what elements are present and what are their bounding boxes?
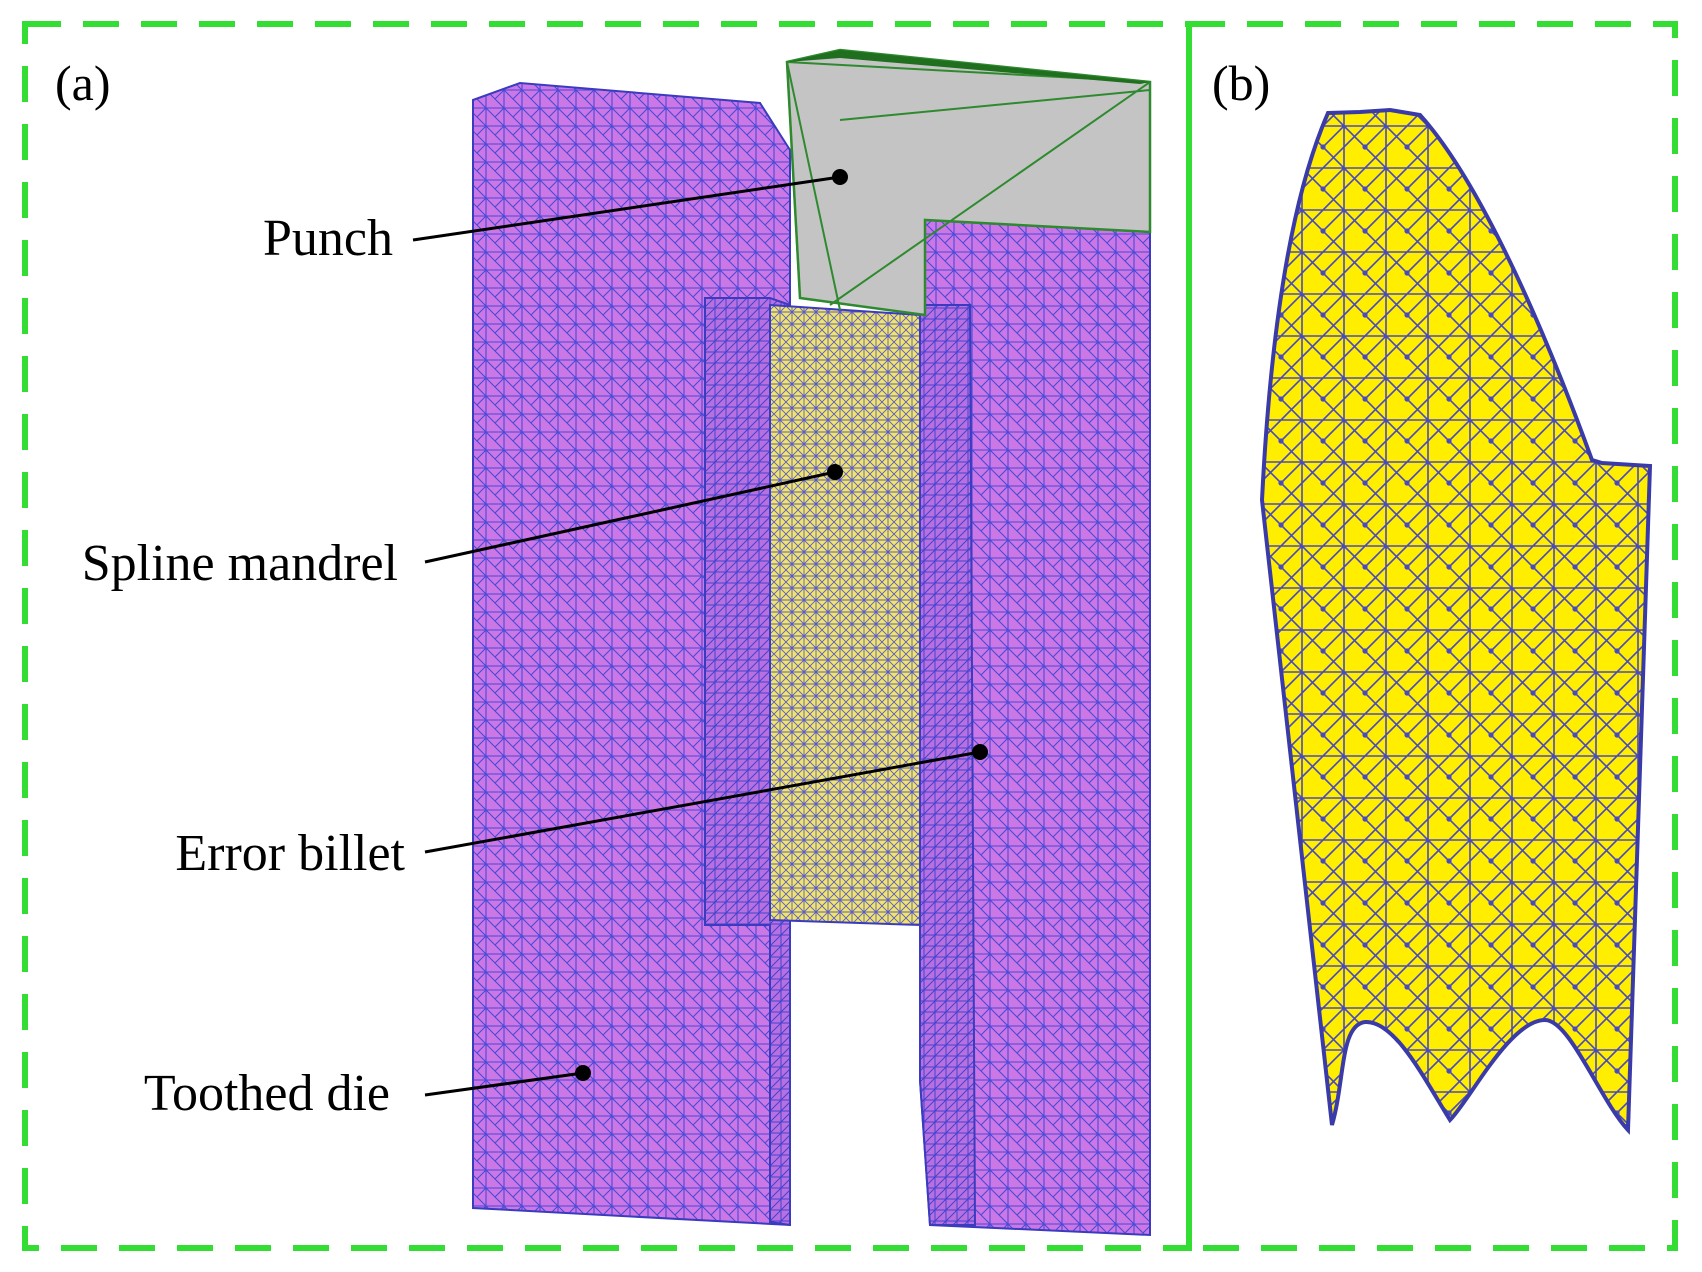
error-billet-label: Error billet (175, 825, 405, 882)
punch-top-edge (787, 50, 1150, 84)
spline-mandrel-label: Spline mandrel (82, 535, 398, 592)
die-assembly (472, 48, 1152, 1237)
panel-a-tag: (a) (55, 55, 111, 111)
punch-label: Punch (263, 210, 393, 267)
tooth-cross-section (1259, 107, 1653, 1135)
panel-b-frame (1186, 21, 1678, 1251)
punch-edges (786, 61, 1151, 311)
toothed-die-left-inner (704, 297, 791, 1227)
panel-b-tag: (b) (1212, 55, 1270, 111)
toothed-die-right-inner (919, 304, 977, 1226)
callout-leaders (412, 169, 988, 1097)
error-billet (769, 303, 921, 927)
toothed-die-label: Toothed die (144, 1065, 390, 1122)
